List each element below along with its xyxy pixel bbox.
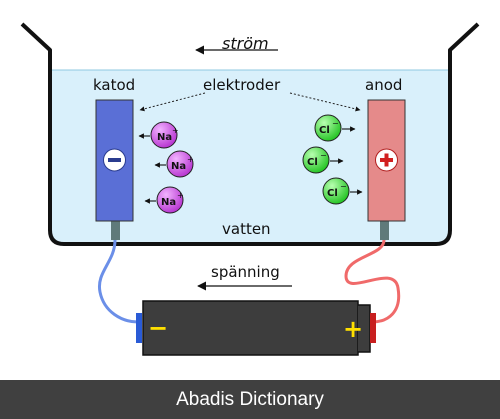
chloride-ion-1: Cl − [314,114,356,142]
chloride-ion-label: Cl [307,157,318,168]
electrodes-label: elektroder [203,76,281,94]
electrode-pointer-cathode [139,92,206,112]
sodium-ion-3: Na + [144,186,184,214]
chloride-ion-3: Cl − [322,177,363,205]
battery-positive-terminal [370,313,376,343]
diagram-canvas: Na + Na + Na + Cl − Cl − [20,22,480,356]
battery-negative-terminal [136,313,142,343]
chloride-ion-label: Cl [319,125,330,136]
sodium-ion-label: Na [161,197,176,208]
chloride-ion-2: Cl − [302,146,344,174]
anode-plus-v [384,153,389,167]
sodium-ion-label: Na [157,132,172,143]
water-label: vatten [222,220,271,238]
cathode-minus-bar [108,158,121,162]
cathode-rod [111,221,120,240]
sodium-ion-1: Na + [138,121,179,149]
watermark-bar: Abadis Dictionary [0,380,500,419]
sodium-ion-label: Na [171,161,186,172]
watermark-text: Abadis Dictionary [176,388,324,410]
electrolysis-diagram: Na + Na + Na + Cl − Cl − [20,22,480,356]
anode-rod [380,221,389,240]
anode-label: anod [365,76,403,94]
sodium-ion-charge: + [172,126,179,135]
chloride-ion-charge: − [320,151,327,160]
container-outline [20,22,480,246]
battery-plus-sign: + [343,315,363,343]
voltage-label: spänning [211,263,280,281]
cathode-label: katod [93,76,136,94]
electrode-pointer-anode [289,92,361,112]
sodium-ion-charge: + [187,155,194,164]
negative-wire [97,239,139,324]
sodium-ion-charge: + [177,191,184,200]
positive-wire [344,239,401,324]
chloride-ion-label: Cl [327,188,338,199]
chloride-ion-charge: − [332,119,339,128]
current-label: ström [222,34,269,53]
sodium-ion-2: Na + [154,150,194,178]
battery-minus-sign: − [148,314,168,342]
cathode-plate [95,99,134,222]
battery-body [142,300,359,356]
chloride-ion-charge: − [340,182,347,191]
